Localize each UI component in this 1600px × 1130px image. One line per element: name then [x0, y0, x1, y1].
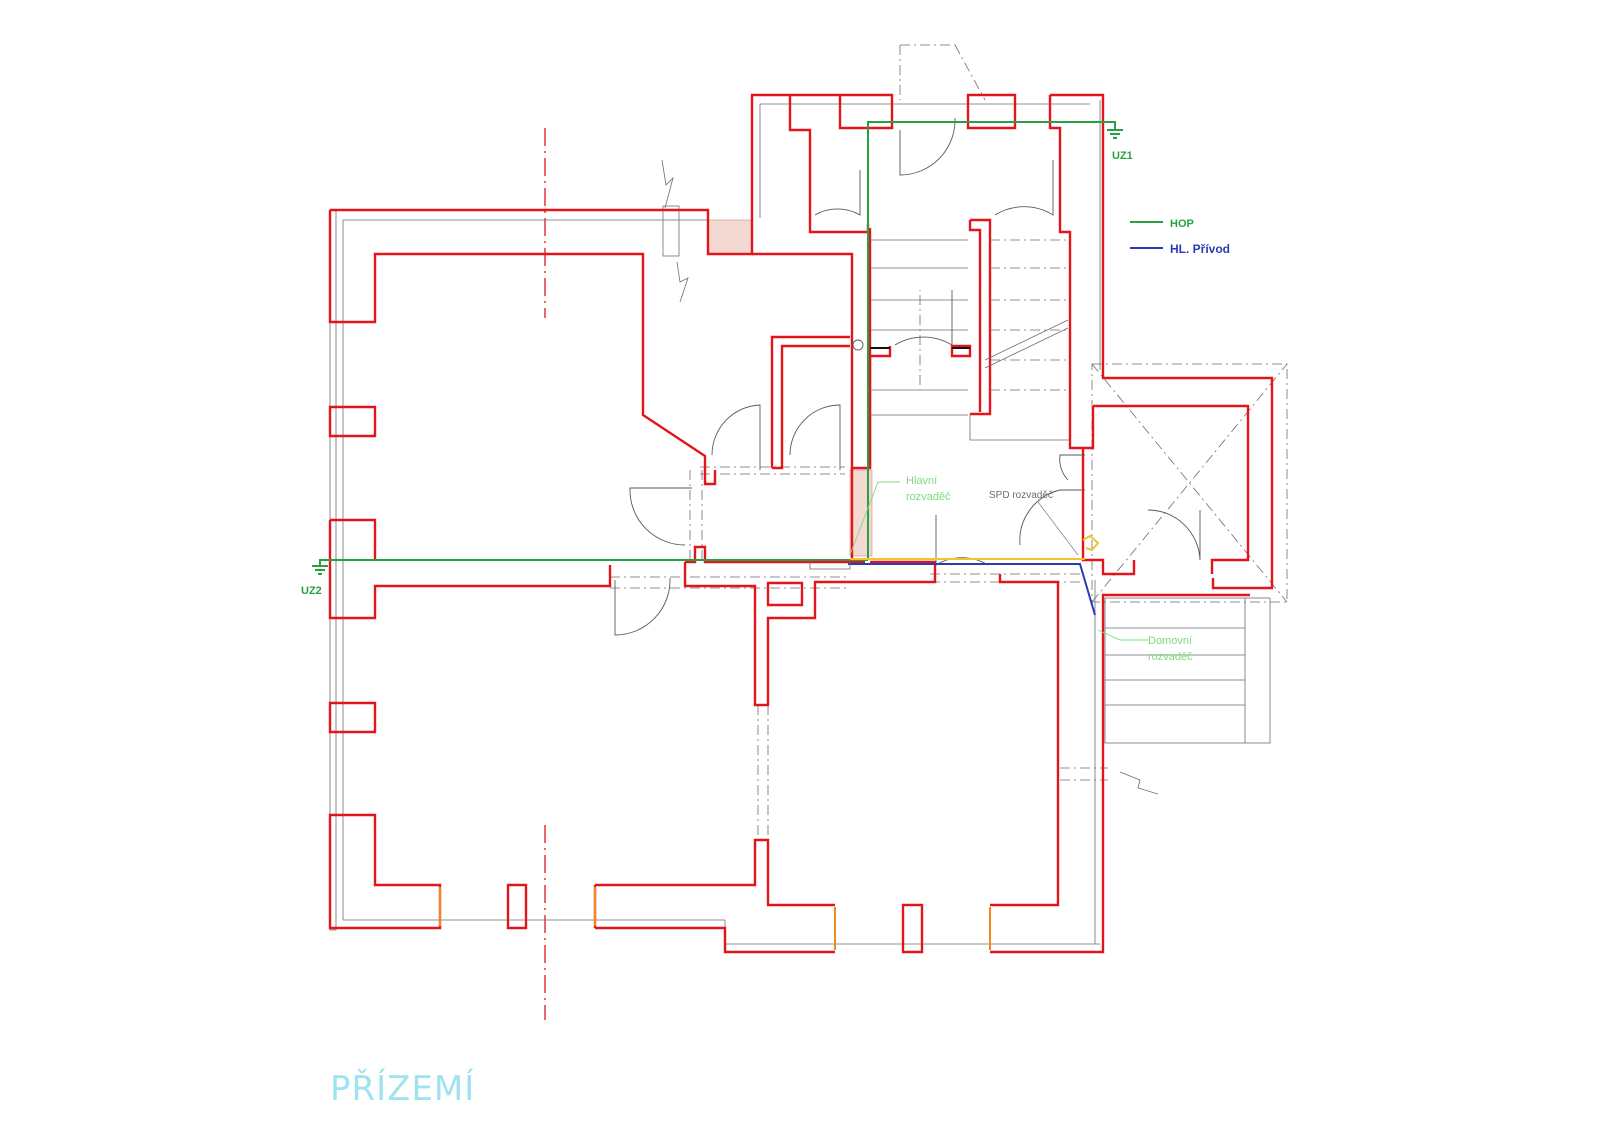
leader-lines [849, 481, 1148, 641]
doors [614, 117, 1201, 636]
ground-icon-uz2 [312, 565, 328, 575]
plan-labels: UZ1 UZ2 Hlavní rozvaděč SPD rozvaděč Dom… [301, 150, 1193, 663]
break-symbols [661, 159, 1159, 795]
window-jambs [439, 887, 991, 950]
hop-line [312, 121, 1123, 575]
spd-board-label: SPD rozvaděč [989, 490, 1053, 501]
walls [328, 93, 1274, 954]
legend-hop-label: HOP [1170, 218, 1194, 230]
uz2-label: UZ2 [301, 585, 322, 597]
ground-icon-uz1 [1107, 129, 1123, 139]
main-board-box [809, 559, 851, 570]
uz1-label: UZ1 [1112, 150, 1133, 162]
main-feed-line [848, 534, 1100, 616]
legend: HOP HL. Přívod [1130, 218, 1230, 256]
legend-feed-label: HL. Přívod [1170, 242, 1230, 256]
main-board-label-line2: rozvaděč [906, 491, 951, 503]
staircase [870, 239, 1070, 441]
main-board-label-line1: Hlavní [906, 475, 937, 487]
house-board-label-line2: rozvaděč [1148, 651, 1193, 663]
construction-lines [329, 44, 1288, 945]
house-board-label-line1: Domovní [1148, 635, 1192, 647]
hatched-areas [707, 219, 873, 557]
floor-title: PŘÍZEMÍ [330, 1068, 475, 1109]
